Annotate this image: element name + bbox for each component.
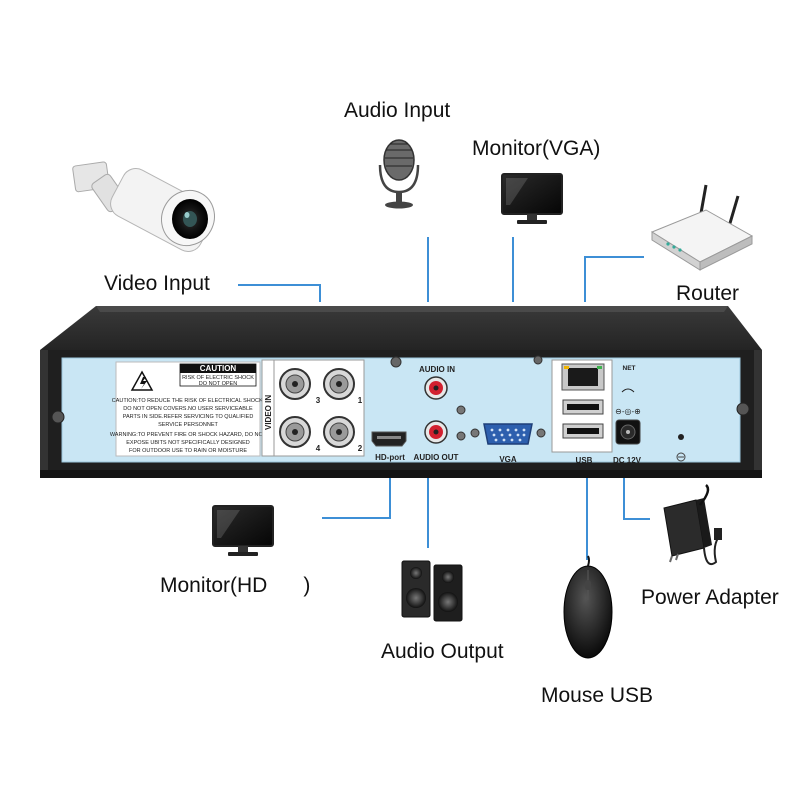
label-video-input: Video Input [104,272,210,295]
label-audio-output: Audio Output [381,640,504,663]
connector-lines [238,237,650,560]
dvr-top-cover [40,306,762,350]
usb-port-icon [562,423,604,439]
rca-audio-in-icon [424,376,448,400]
speakers-icon [401,560,463,622]
rca-audio-out-icon [424,420,448,444]
screw-icon [390,356,402,368]
dc-label: DC 12V [613,456,642,465]
label-monitor-hd-text: Monitor(HD [160,574,268,597]
screw-icon [736,402,750,416]
mouse-icon [563,555,613,659]
warning-line: FOR OUTDOOR USE TO RAIN OR MOISTURE [129,448,247,454]
hdmi-port-icon [371,431,407,447]
warning-line: SERVICE PERSONNET [158,422,218,428]
bnc-connector-icon [279,416,311,448]
bullet-camera-icon [72,161,215,252]
monitor-vga-icon [501,173,563,224]
bnc-connector-icon [279,368,311,400]
label-power-adapter: Power Adapter [641,586,779,609]
screw-icon [51,410,65,424]
dc-polarity-icon: ⊖-◎-⊕ [615,407,641,416]
dc-power-jack-icon [615,419,641,445]
label-monitor-vga: Monitor(VGA) [472,137,601,160]
label-audio-input: Audio Input [344,99,451,122]
audio-out-label: AUDIO OUT [414,453,459,462]
warning-line: DO NOT OPEN COVERS.NO USER SERVICEABLE [123,406,253,412]
label-mouse-usb: Mouse USB [541,684,654,707]
microphone-icon [378,139,420,209]
warning-line: EXPOSE UBITS NOT SPECIFICALLY DESIGNED [126,440,250,446]
bnc-number: 4 [316,444,321,453]
bnc-number: 1 [358,396,363,405]
power-adapter-icon [663,484,722,566]
usb-label: USB [576,456,593,465]
bnc-connector-icon [323,416,355,448]
net-status-icon [621,388,635,393]
vga-label: VGA [499,455,517,464]
bnc-number: 2 [358,444,363,453]
caution-sub2: DO NOT OPEN [199,381,237,387]
net-label: NET [623,365,636,372]
hd-port-label: HD-port [375,453,405,462]
caution-sub1: RISK OF ELECTRIC SHOCK [182,375,254,381]
warning-line: CAUTION:TO REDUCE THE RISK OF ELECTRICAL… [112,398,265,404]
usb-port-icon [562,399,604,415]
video-in-label: VIDEO IN [264,395,273,430]
caution-title: CAUTION [200,364,237,373]
ethernet-port-icon [561,363,605,391]
warning-line: WARNING:TO PREVENT FIRE OR SHOCK HAZARD,… [110,432,267,438]
vga-port-icon: VGA [470,423,546,464]
bnc-number: 3 [316,396,321,405]
label-router: Router [676,282,740,305]
screw-icon [533,355,543,365]
router-icon [650,184,754,271]
audio-in-label: AUDIO IN [419,365,455,374]
reset-hole-icon [678,434,684,440]
monitor-hd-icon [212,505,274,556]
bnc-connector-icon [323,368,355,400]
video-in-block: VIDEO IN 3 1 4 [261,359,365,457]
warning-line: PARTS IN SIDE.REFER SERVICING TO QUALIFI… [123,414,254,420]
ground-icon [676,452,686,462]
warning-label: CAUTION RISK OF ELECTRIC SHOCK DO NOT OP… [110,361,267,457]
net-usb-block: USB NET ⊖-◎-⊕ DC 12V [551,359,686,465]
label-monitor-hd: Monitor(HD) [160,575,310,596]
label-monitor-hd-close: ) [303,574,311,597]
audio-hd-block: AUDIO IN AUDIO OUT HD-port [371,365,466,462]
